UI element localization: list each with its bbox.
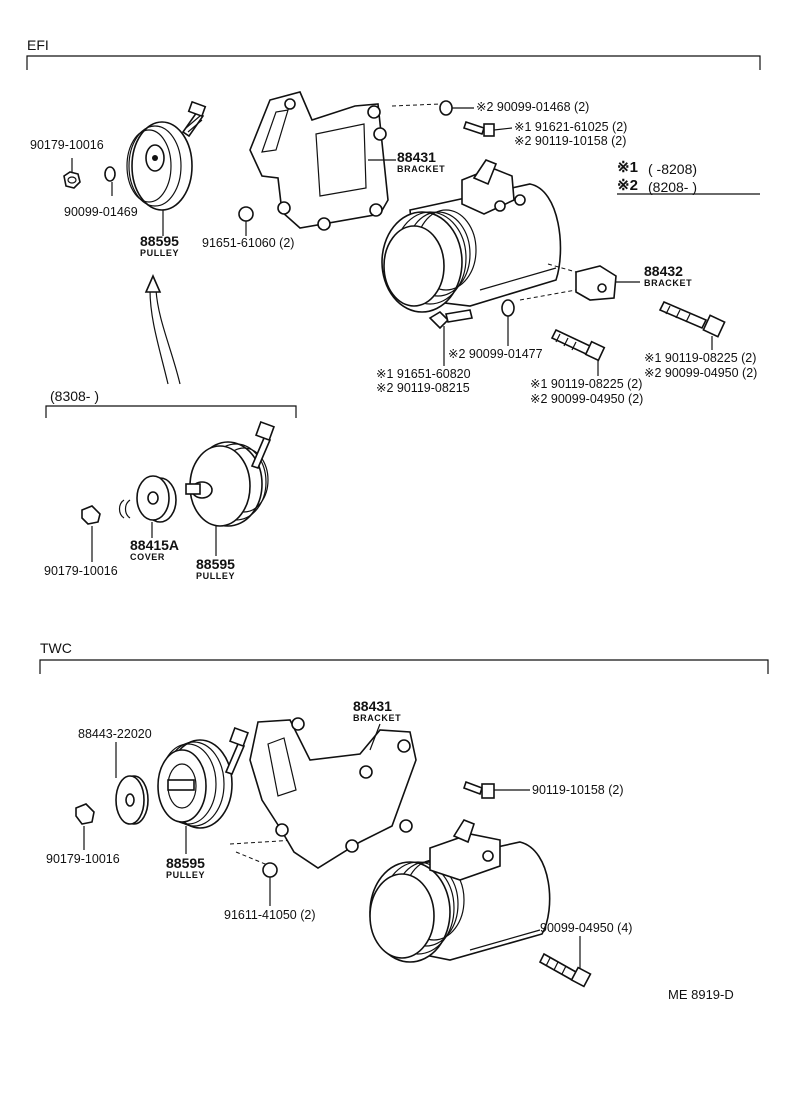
washer-icon bbox=[118, 499, 131, 519]
bolt-icon bbox=[224, 727, 249, 775]
label-88431-twc: 88431 bbox=[353, 698, 392, 714]
bolt-icon bbox=[250, 421, 275, 469]
bracket-icon bbox=[249, 717, 417, 869]
label-90179-10016-twc: 90179-10016 bbox=[46, 852, 120, 866]
label-pulley-efi: PULLEY bbox=[140, 248, 180, 258]
label-91621-61025: ※1 91621-61025 (2) bbox=[514, 120, 628, 134]
cover-icon bbox=[136, 475, 177, 523]
pulley-icon bbox=[157, 739, 233, 829]
label-90099-04950-twc: 90099-04950 (4) bbox=[540, 921, 633, 935]
label-pulley-variant: PULLEY bbox=[196, 571, 236, 581]
bolt-icon bbox=[181, 100, 207, 138]
twc-section-bracket bbox=[39, 659, 769, 674]
label-90099-04950-right: ※2 90099-04950 (2) bbox=[644, 366, 758, 380]
pulley-icon bbox=[126, 121, 193, 211]
washer-icon bbox=[501, 299, 515, 317]
washer-icon bbox=[262, 862, 278, 878]
label-88443-22020: 88443-22020 bbox=[78, 727, 152, 741]
label-91651-61060: 91651-61060 (2) bbox=[202, 236, 295, 250]
legend-row2-mark: ※2 bbox=[617, 177, 638, 194]
washer-icon bbox=[439, 100, 453, 116]
label-pulley-twc: PULLEY bbox=[166, 870, 206, 880]
bracket-icon bbox=[249, 91, 389, 231]
label-88595-twc: 88595 bbox=[166, 855, 205, 871]
legend-row2-text: (8208- ) bbox=[648, 179, 698, 195]
label-88595-efi: 88595 bbox=[140, 233, 179, 249]
washer-icon bbox=[104, 166, 116, 182]
label-90099-01477: ※2 90099-01477 bbox=[448, 347, 543, 361]
efi-section-bracket bbox=[26, 55, 761, 70]
cover-icon bbox=[115, 775, 149, 825]
label-bracket-88431-efi: BRACKET bbox=[397, 164, 446, 174]
variant-bracket bbox=[45, 405, 297, 418]
label-88431-efi: 88431 bbox=[397, 149, 436, 165]
variant-header: (8308- ) bbox=[50, 388, 100, 404]
label-90119-10158-twc: 90119-10158 (2) bbox=[532, 783, 624, 797]
bolt-icon bbox=[538, 952, 592, 988]
label-90119-08215: ※2 90119-08215 bbox=[376, 381, 470, 395]
label-90099-01469: 90099-01469 bbox=[64, 205, 138, 219]
label-88432: 88432 bbox=[644, 263, 683, 279]
label-90179-10016-variant: 90179-10016 bbox=[44, 564, 118, 578]
efi-section-label: EFI bbox=[27, 37, 49, 53]
label-90119-08225-right: ※1 90119-08225 (2) bbox=[644, 351, 757, 365]
bolt-icon bbox=[462, 780, 495, 799]
bolt-icon bbox=[428, 309, 473, 330]
label-90119-08225-mid: ※1 90119-08225 (2) bbox=[530, 377, 643, 391]
nut-icon bbox=[75, 803, 95, 825]
label-bracket-88431-twc: BRACKET bbox=[353, 713, 402, 723]
twc-section-label: TWC bbox=[40, 640, 72, 656]
bolt-icon bbox=[658, 300, 726, 338]
compressor-icon bbox=[369, 819, 551, 963]
label-88595-variant: 88595 bbox=[196, 556, 235, 572]
nut-icon bbox=[81, 505, 101, 525]
legend-row1-text: ( -8208) bbox=[648, 161, 698, 177]
label-91651-60820: ※1 91651-60820 bbox=[376, 367, 471, 381]
bolt-icon bbox=[550, 328, 606, 362]
arrow-up-icon bbox=[144, 274, 181, 385]
bolt-icon bbox=[462, 120, 495, 137]
label-90099-01468: ※2 90099-01468 (2) bbox=[476, 100, 590, 114]
label-90179-10016-efi: 90179-10016 bbox=[30, 138, 104, 152]
compressor-icon bbox=[381, 159, 562, 313]
label-91611-41050: 91611-41050 (2) bbox=[224, 908, 316, 922]
label-cover: COVER bbox=[130, 552, 166, 562]
legend-row1-mark: ※1 bbox=[617, 159, 638, 176]
label-bracket-88432: BRACKET bbox=[644, 278, 693, 288]
pulley-icon bbox=[185, 441, 269, 527]
bracket-icon bbox=[575, 265, 617, 301]
label-90119-10158-efi: ※2 90119-10158 (2) bbox=[514, 134, 627, 148]
label-88415a: 88415A bbox=[130, 537, 180, 553]
figure-code: ME 8919-D bbox=[668, 987, 734, 1002]
label-90099-04950-mid: ※2 90099-04950 (2) bbox=[530, 392, 644, 406]
washer-icon bbox=[238, 206, 254, 222]
nut-icon bbox=[63, 171, 81, 189]
